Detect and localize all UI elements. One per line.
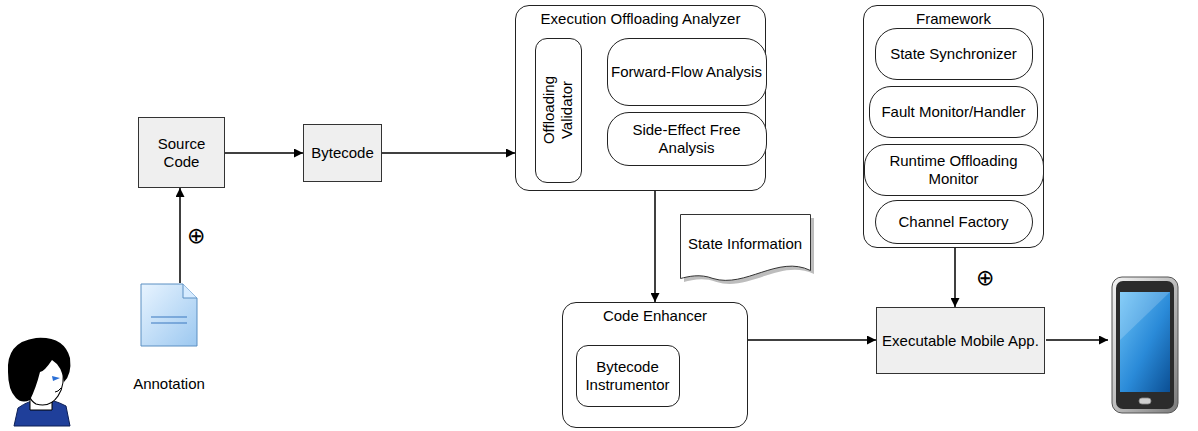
flow-arrow (748, 339, 876, 341)
flow-arrow (654, 191, 656, 302)
app-box: Executable Mobile App. (876, 307, 1045, 374)
state-document: State Information (680, 214, 810, 282)
node-label: Annotation (111, 375, 227, 393)
panel-title: Code Enhancer (563, 307, 747, 325)
flow-arrow (179, 188, 181, 283)
flow-arrow (225, 152, 303, 154)
node-label: Forward-Flow Analysis (611, 63, 762, 81)
enhancer-panel: Code EnhancerBytecode Instrumentor (562, 302, 748, 428)
node-label: Bytecode Instrumentor (577, 358, 679, 394)
flow-arrow (382, 152, 515, 154)
analysis-box: Side-Effect Free Analysis (607, 112, 767, 166)
node-label: Source Code (139, 135, 224, 171)
instrumentor-box: Bytecode Instrumentor (576, 345, 680, 407)
panel-title: Framework (864, 10, 1043, 28)
annotation-document: Annotation (111, 283, 227, 395)
validator-box: Offloading Validator (535, 38, 582, 183)
framework-module: Fault Monitor/Handler (869, 86, 1037, 138)
node-label: State Synchronizer (890, 45, 1017, 63)
framework-module: Runtime Offloading Monitor (864, 144, 1044, 196)
analyzer-panel: Execution Offloading AnalyzerOffloading … (515, 5, 766, 191)
node-label: Offloading Validator (540, 60, 576, 160)
tablet-icon (1112, 277, 1178, 413)
analysis-box: Forward-Flow Analysis (607, 38, 767, 106)
node-label: Fault Monitor/Handler (881, 103, 1025, 121)
panel-title: Execution Offloading Analyzer (516, 10, 765, 28)
merge-symbol: ⊕ (186, 225, 206, 247)
node-label: Bytecode (311, 144, 374, 162)
node-label: Channel Factory (898, 213, 1008, 231)
framework-module: State Synchronizer (875, 28, 1033, 80)
framework-module: Channel Factory (875, 200, 1033, 244)
node-label: Runtime Offloading Monitor (865, 152, 1043, 188)
document-icon (139, 283, 199, 347)
source-box: Source Code (138, 117, 225, 188)
flow-arrow (954, 248, 956, 307)
node-label: Side-Effect Free Analysis (608, 121, 766, 157)
framework-panel: FrameworkState SynchronizerFault Monitor… (863, 5, 1044, 248)
deploy-arrow (1046, 339, 1108, 341)
developer-icon (8, 338, 71, 426)
merge-symbol: ⊕ (975, 267, 995, 289)
node-label: Executable Mobile App. (882, 332, 1039, 350)
node-label: State Information (688, 235, 802, 253)
bytecode-box: Bytecode (303, 124, 382, 182)
